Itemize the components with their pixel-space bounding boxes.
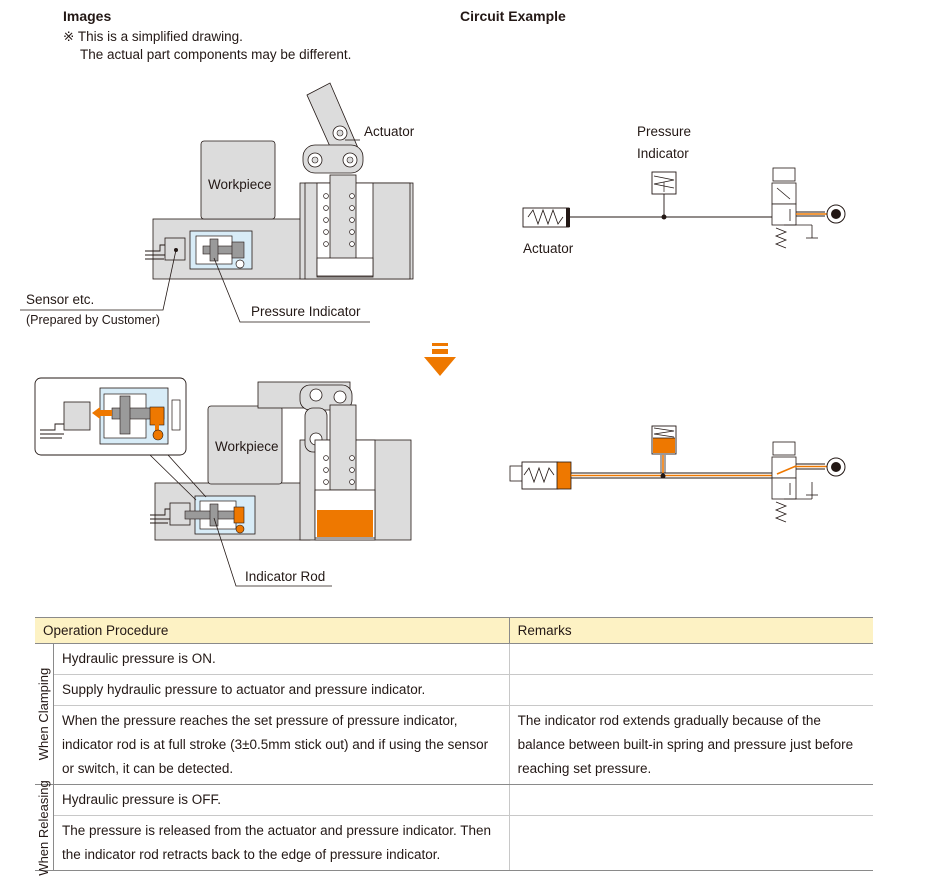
- header-operation-procedure: Operation Procedure: [35, 617, 510, 644]
- procedure-cell: Hydraulic pressure is OFF.: [53, 784, 510, 816]
- actuator-label: Actuator: [364, 124, 415, 139]
- note-line-2: The actual part components may be differ…: [80, 47, 352, 62]
- table-row: When Releasing Hydraulic pressure is OFF…: [35, 780, 873, 875]
- procedure-cell: The pressure is released from the actuat…: [53, 815, 510, 871]
- table-row: The pressure is released from the actuat…: [35, 815, 873, 871]
- procedure-cell: When the pressure reaches the set pressu…: [53, 705, 510, 785]
- circuit-example-header: Circuit Example: [460, 8, 566, 24]
- remarks-cell: The indicator rod extends gradually beca…: [508, 705, 873, 785]
- images-header: Images: [63, 8, 112, 24]
- circuit-actuator-label: Actuator: [523, 241, 574, 256]
- header-remarks: Remarks: [508, 617, 873, 644]
- note-line-1: ※ This is a simplified drawing.: [63, 29, 243, 44]
- pressure-indicator-label: Pressure Indicator: [251, 304, 361, 319]
- group-clamping: When Clamping: [35, 643, 54, 785]
- operation-table: Operation Procedure Remarks When Clampin…: [35, 617, 873, 875]
- workpiece-label-top: Workpiece: [208, 177, 272, 192]
- group-label-releasing: When Releasing: [36, 779, 51, 876]
- remarks-cell: [508, 815, 873, 871]
- indicator-rod-label: Indicator Rod: [245, 569, 326, 584]
- procedure-cell: Hydraulic pressure is ON.: [53, 643, 510, 675]
- table-row: When Clamping Hydraulic pressure is ON.: [35, 643, 873, 785]
- table-row: Supply hydraulic pressure to actuator an…: [35, 674, 873, 706]
- circuit-pressure-label: Pressure: [637, 124, 692, 139]
- group-releasing: When Releasing: [35, 780, 54, 875]
- sensor-label: Sensor etc.: [26, 292, 95, 307]
- table-header-row: Operation Procedure Remarks: [35, 617, 873, 644]
- circuit-indicator-label: Indicator: [637, 146, 689, 161]
- remarks-cell: [508, 674, 873, 706]
- procedure-cell: Supply hydraulic pressure to actuator an…: [53, 674, 510, 706]
- workpiece-label-bottom: Workpiece: [215, 439, 279, 454]
- remarks-cell: [508, 784, 873, 816]
- table-row: When the pressure reaches the set pressu…: [35, 705, 873, 785]
- prepared-by-label: (Prepared by Customer): [26, 313, 161, 327]
- group-label-clamping: When Clamping: [36, 667, 51, 761]
- remarks-cell: [508, 643, 873, 675]
